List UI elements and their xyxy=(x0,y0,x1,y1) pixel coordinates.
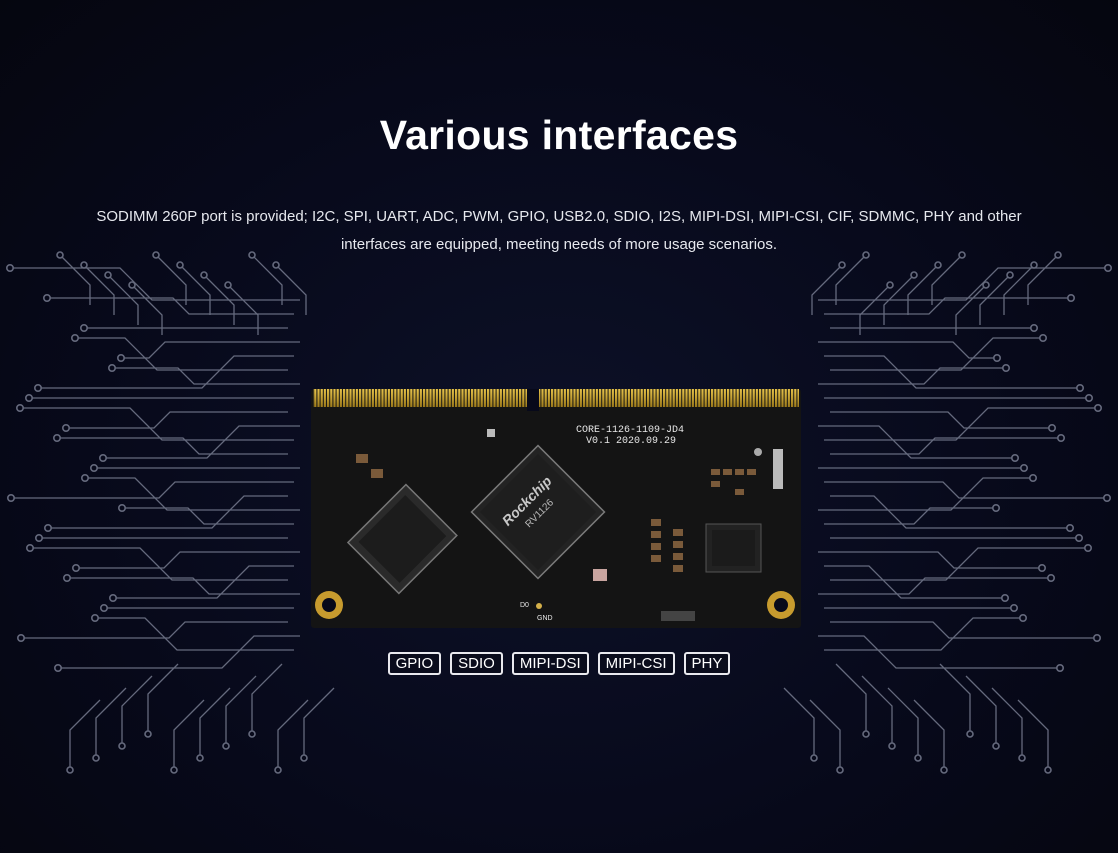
gold-fingers-left xyxy=(313,389,527,407)
board-model-silkscreen: CORE-1126-1109-JD4 xyxy=(576,425,684,436)
tag-gpio: GPIO xyxy=(387,652,442,675)
page-title: Various interfaces xyxy=(379,112,739,158)
core-board-image: Rockchip RV1126 CORE-1126-1109-JD4 V0.1 … xyxy=(311,389,801,628)
tag-phy: PHY xyxy=(683,652,731,675)
description-line-2: interfaces are equipped, meeting needs o… xyxy=(340,236,778,253)
tag-sdio: SDIO xyxy=(450,652,503,675)
label-d0: D0 xyxy=(520,602,529,609)
key-notch xyxy=(527,389,539,411)
label-gnd: GND xyxy=(537,615,553,622)
passive-components xyxy=(356,454,756,572)
tag-mipi-dsi: MIPI-DSI xyxy=(511,652,589,675)
description: SODIMM 260P port is provided; I2C, SPI, … xyxy=(70,203,1048,259)
interface-tags: GPIO SDIO MIPI-DSI MIPI-CSI PHY xyxy=(0,652,1118,675)
description-line-1: SODIMM 260P port is provided; I2C, SPI, … xyxy=(96,208,1022,225)
gold-fingers-right xyxy=(539,389,799,407)
tag-mipi-csi: MIPI-CSI xyxy=(597,652,675,675)
board-version-silkscreen: V0.1 2020.09.29 xyxy=(586,436,676,447)
